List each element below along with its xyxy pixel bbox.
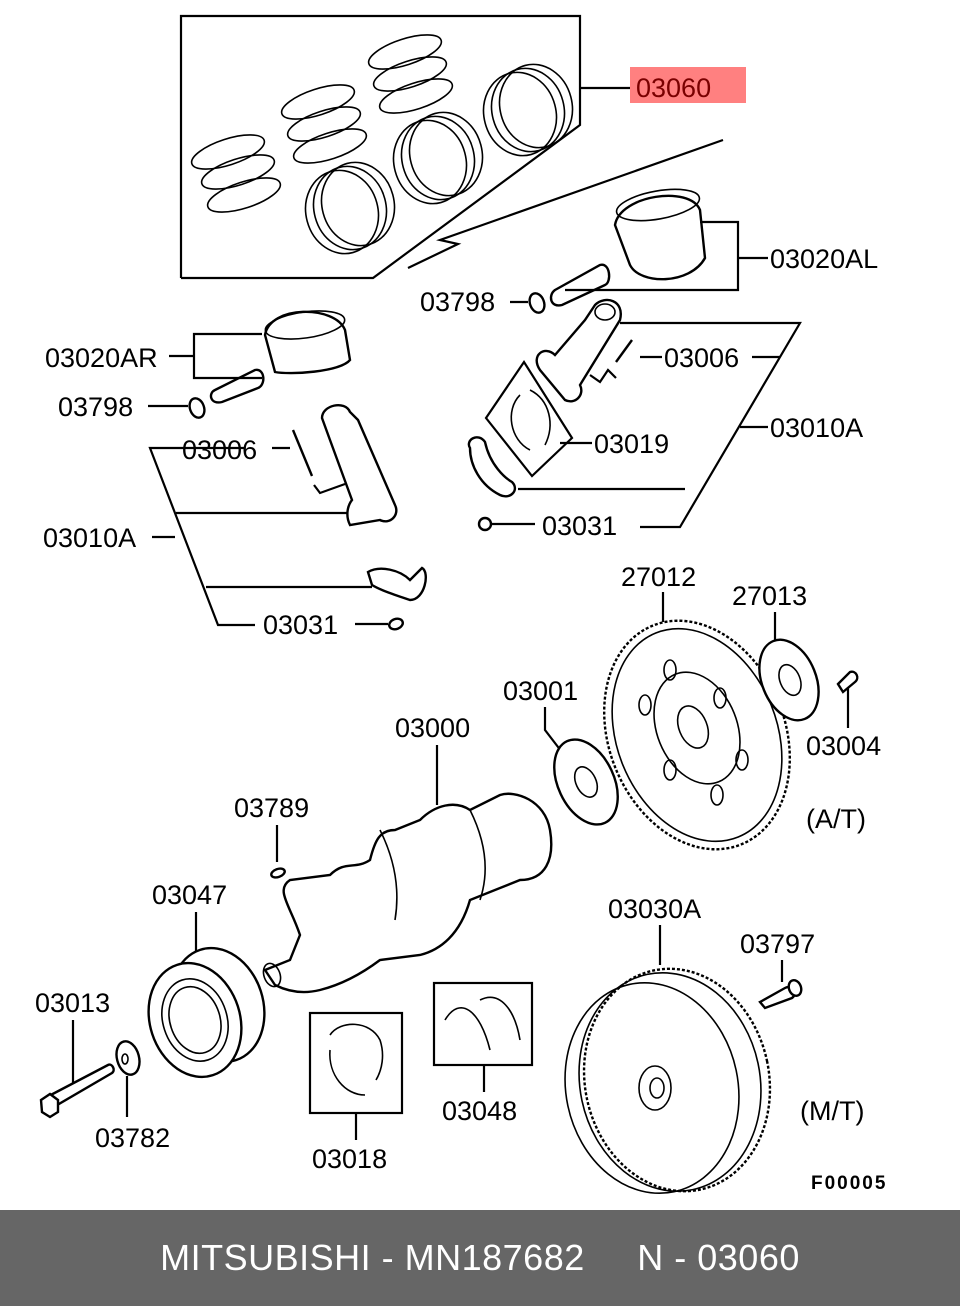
callout-03010A-right[interactable]: 03010A: [770, 413, 863, 443]
piston-ring-wide-2: [392, 111, 484, 205]
callout-27012[interactable]: 27012: [621, 562, 696, 592]
callout-03000[interactable]: 03000: [395, 713, 470, 743]
callout-03013[interactable]: 03013: [35, 988, 110, 1018]
zigzag-leader: [407, 138, 724, 269]
conrod-bolt-left: [291, 429, 314, 477]
piston-ring-stack-2: [280, 84, 368, 164]
callout-03020AL[interactable]: 03020AL: [770, 244, 878, 274]
conrod-bearing: [510, 394, 531, 451]
callout-03004[interactable]: 03004: [806, 731, 881, 761]
part-info-footer: MITSUBISHI - MN187682 N - 03060: [0, 1210, 960, 1306]
piston-ring-set-group[interactable]: 03060: [179, 14, 746, 280]
callout-03798-upper[interactable]: 03798: [420, 287, 495, 317]
crankshaft-group[interactable]: 03000 03789: [234, 713, 553, 994]
woodruff-key: [270, 867, 286, 879]
callout-03001[interactable]: 03001: [503, 676, 578, 706]
snap-ring-upper-group[interactable]: 03798: [420, 287, 547, 317]
piston-ring-wide-3: [482, 63, 574, 157]
drive-plate-ring-gear: [603, 619, 791, 851]
conrod-right: [535, 298, 622, 403]
drive-plate-group[interactable]: 27012 27013 03004 (A/T): [571, 562, 881, 877]
highlight-box: [630, 67, 746, 103]
snap-ring-upper: [528, 292, 546, 314]
callout-03047[interactable]: 03047: [152, 880, 227, 910]
thrust-bearing-box: [432, 981, 534, 1067]
conrod-nut-right: [477, 516, 493, 532]
piston-ring-stack-3: [367, 34, 454, 114]
callout-27013[interactable]: 27013: [732, 581, 807, 611]
main-bearing-group[interactable]: 03018: [308, 1011, 404, 1174]
snap-ring-lower: [188, 397, 206, 419]
pulley-bolt: [43, 1063, 115, 1110]
note-manual: (M/T): [800, 1096, 864, 1126]
thrust-bearing-2: [479, 996, 521, 1041]
ring-set-frame: [179, 14, 582, 280]
conrod-bolt-right: [615, 339, 633, 363]
piston-right: [263, 310, 352, 375]
callout-03030A[interactable]: 03030A: [608, 894, 701, 924]
callout-03789[interactable]: 03789: [234, 793, 309, 823]
part-info-text: MITSUBISHI - MN187682 N - 03060: [160, 1237, 800, 1278]
callout-03020AR[interactable]: 03020AR: [45, 343, 158, 373]
flywheel-ring-gear: [582, 967, 772, 1193]
snap-ring-lower-group[interactable]: 03798: [58, 392, 207, 422]
callout-03018[interactable]: 03018: [312, 1144, 387, 1174]
conrod-left-group[interactable]: 03006 03010A 03031: [43, 404, 427, 640]
crank-adapter: [553, 738, 619, 826]
bracket-03020AL: [565, 220, 740, 292]
callout-03019[interactable]: 03019: [594, 429, 669, 459]
piston-ring-stack-1: [190, 134, 282, 213]
thrust-bearing-1: [444, 1007, 491, 1051]
main-bearing-box: [308, 1011, 404, 1115]
main-bearing: [329, 1023, 384, 1081]
crank-adapter-group[interactable]: 03001: [503, 676, 630, 835]
drive-plate-bolt: [836, 670, 859, 694]
conrod-cap-right: [467, 436, 517, 498]
pulley-bolt-group[interactable]: 03013: [35, 988, 115, 1119]
drive-plate-adapter: [758, 638, 820, 722]
conrod-left: [320, 404, 398, 527]
callout-03048[interactable]: 03048: [442, 1096, 517, 1126]
callout-03798-lower[interactable]: 03798: [58, 392, 133, 422]
piston-left: [613, 194, 707, 281]
callout-03031-right[interactable]: 03031: [542, 511, 617, 541]
piston-left-group[interactable]: 03020AL: [549, 184, 878, 307]
conrod-cap-left: [366, 566, 427, 602]
crankshaft: [263, 792, 553, 994]
callout-03060[interactable]: 03060: [636, 73, 711, 103]
callout-03010A-left[interactable]: 03010A: [43, 523, 136, 553]
parts-diagram: 03060 03020AL 03798 03010A 03006 03019: [35, 14, 887, 1210]
figure-code: F00005: [811, 1173, 887, 1194]
bearing-box-03019: [484, 359, 574, 478]
damper-pulley-group[interactable]: 03047: [134, 880, 278, 1089]
conrod-nut-left: [388, 617, 404, 631]
callout-03006-right[interactable]: 03006: [664, 343, 739, 373]
washer-group[interactable]: 03782: [95, 1039, 170, 1153]
damper-pulley: [147, 961, 243, 1079]
piston-ring-wide-1: [304, 161, 396, 255]
bracket-03010A-right: [620, 321, 802, 529]
piston-right-group[interactable]: 03020AR: [45, 307, 352, 404]
piston-pin-left: [549, 263, 611, 307]
piston-pin-right: [209, 368, 265, 404]
note-automatic: (A/T): [806, 804, 866, 834]
thrust-bearing-group[interactable]: 03048: [432, 981, 534, 1126]
callout-03006-left[interactable]: 03006: [182, 435, 257, 465]
callout-03782[interactable]: 03782: [95, 1123, 170, 1153]
callout-03031-left[interactable]: 03031: [263, 610, 338, 640]
pulley-bolt-head: [39, 1092, 60, 1119]
conrod-right-group[interactable]: 03010A 03006 03019 03031: [467, 298, 863, 541]
bracket-03010A-left: [148, 446, 255, 627]
callout-03797[interactable]: 03797: [740, 929, 815, 959]
flywheel-group[interactable]: 03030A 03797 (M/T): [546, 894, 865, 1210]
